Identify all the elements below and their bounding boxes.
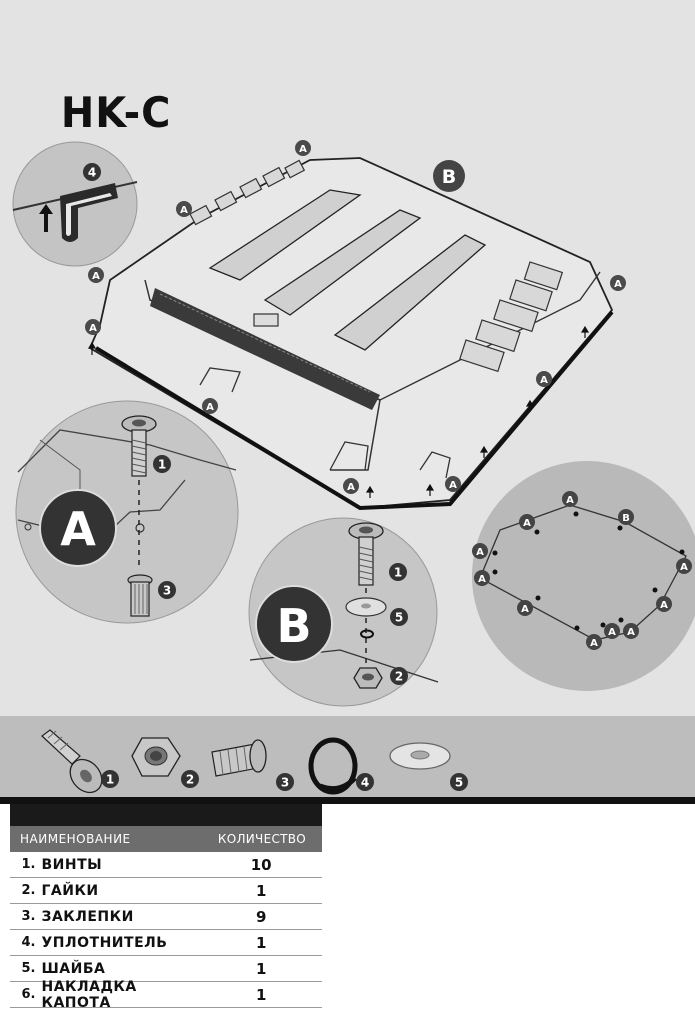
callout-a-label: A	[521, 604, 529, 615]
callout-a-label: A	[476, 547, 484, 558]
callout-a-label: A	[92, 271, 100, 282]
callout-4-circle	[83, 163, 101, 181]
rivet-icon	[211, 739, 267, 777]
callout-b-circle	[433, 160, 465, 192]
callout-a-label: A	[566, 495, 574, 506]
header-qty: КОЛИЧЕСТВО	[217, 832, 307, 846]
callout-a-label: A	[206, 402, 214, 413]
row-number: 2.	[21, 883, 36, 898]
row-qty: 1	[255, 985, 267, 1004]
row-number: 3.	[21, 909, 36, 924]
callout-5-label: 5	[395, 611, 403, 625]
row-number: 5.	[21, 961, 36, 976]
row-name: ВИНТЫ	[41, 856, 103, 873]
table-row: 5. ШАЙБА 1	[10, 956, 322, 982]
callout-a-label: A	[180, 205, 188, 216]
callout-a-label: A	[614, 279, 622, 290]
row-number: 1.	[21, 857, 36, 872]
callout-a-label: A	[660, 600, 668, 611]
callout-a-label: A	[299, 144, 307, 155]
callout-2-label: 2	[395, 670, 403, 684]
divider-bar	[0, 797, 695, 804]
callout-a-label: A	[89, 323, 97, 334]
part-1-label: 1	[106, 773, 114, 787]
callout-1-label: 1	[158, 458, 166, 472]
callout-a-label: A	[347, 482, 355, 493]
row-qty: 1	[255, 881, 267, 900]
row-name: НАКЛАДКА КАПОТА	[41, 978, 137, 1011]
part-2-label: 2	[186, 773, 194, 787]
parts-icons: 1 2 3 4 5	[41, 729, 468, 795]
hood-panel: B A A A A A A A A A	[85, 140, 626, 511]
drill-layout: A A B A A A A A A A A	[472, 461, 695, 691]
callout-a-label: A	[590, 638, 598, 649]
row-name: ШАЙБА	[41, 960, 106, 977]
detail-a: A 1 3	[15, 400, 239, 624]
part-4-label: 4	[361, 776, 369, 790]
part-3-label: 3	[281, 776, 289, 790]
callout-1-label: 1	[394, 566, 402, 580]
table-row: 2. ГАЙКИ 1	[10, 878, 322, 904]
table-row: 4. УПЛОТНИТЕЛЬ 1	[10, 930, 322, 956]
table-row: 3. ЗАКЛЕПКИ 9	[10, 904, 322, 930]
table-row: 1. ВИНТЫ 10	[10, 852, 322, 878]
callout-a-label: A	[608, 627, 616, 638]
screw-icon	[41, 729, 103, 794]
detail-a-label: A	[60, 502, 96, 556]
page-title: HK-C	[60, 88, 172, 137]
row-qty: 1	[255, 959, 267, 978]
callout-4-label: 4	[88, 166, 96, 180]
washer-icon	[389, 742, 451, 770]
nut-icon	[131, 737, 181, 777]
row-name: ЗАКЛЕПКИ	[41, 908, 134, 925]
callout-a-label: A	[540, 375, 548, 386]
callout-a-label: A	[478, 574, 486, 585]
seal-inset: 4	[12, 141, 138, 267]
row-qty: 10	[250, 855, 272, 874]
table-header: НАИМЕНОВАНИЕ КОЛИЧЕСТВО	[10, 826, 322, 852]
callout-b-label: B	[622, 513, 630, 524]
seal-coil-icon	[308, 737, 358, 795]
detail-b-label: B	[276, 599, 311, 653]
callout-a-label: A	[523, 518, 531, 529]
table-top-bar	[10, 804, 322, 826]
hood-diagram: 4	[12, 140, 695, 707]
row-qty: 9	[255, 907, 267, 926]
up-arrow-icon	[39, 204, 53, 232]
hood-a-callouts: A A A A A A A A A	[85, 140, 626, 494]
parts-table: 1. ВИНТЫ 10 2. ГАЙКИ 1 3. ЗАКЛЕПКИ 9 4. …	[10, 852, 322, 1011]
callout-a-label: A	[449, 480, 457, 491]
callout-b-label: B	[442, 166, 456, 188]
row-name: УПЛОТНИТЕЛЬ	[41, 934, 168, 951]
callout-a-label: A	[627, 627, 635, 638]
row-number: 6.	[21, 987, 36, 1002]
row-qty: 1	[255, 933, 267, 952]
table-row: 6. НАКЛАДКА КАПОТА 1	[10, 978, 322, 1011]
callout-3-label: 3	[163, 584, 171, 598]
row-name: ГАЙКИ	[41, 882, 99, 899]
detail-b: B 1 5 2	[248, 517, 439, 707]
callout-a-label: A	[680, 562, 688, 573]
row-number: 4.	[21, 935, 36, 950]
part-5-label: 5	[455, 776, 463, 790]
header-name: НАИМЕНОВАНИЕ	[20, 832, 131, 846]
